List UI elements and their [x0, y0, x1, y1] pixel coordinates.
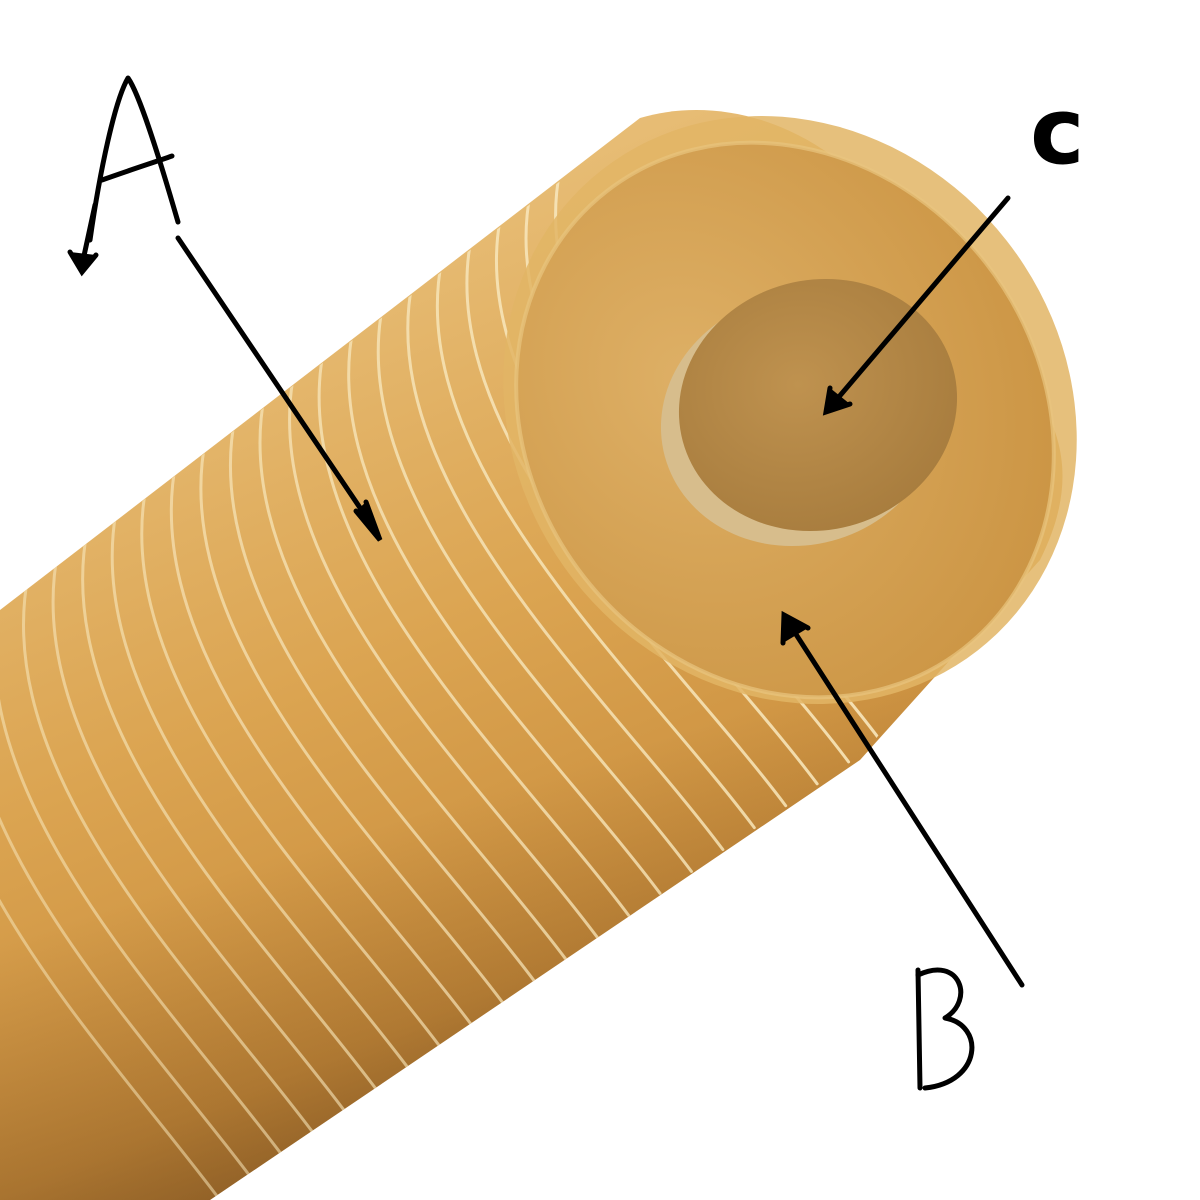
cuticle-scale-edge — [435, 258, 756, 830]
arrow-a — [175, 235, 383, 542]
cuticle-scale-edges — [0, 168, 882, 1200]
arrow-c — [822, 195, 1011, 416]
cuticle-scale-edge — [140, 481, 442, 1049]
cuticle-scale-edge — [81, 526, 379, 1092]
cuticle-scale-edge — [0, 616, 253, 1180]
arrows — [67, 195, 1025, 988]
label-b-glyph — [915, 967, 975, 1091]
cuticle-scale-edge — [376, 302, 693, 873]
label-c: c — [1030, 78, 1085, 185]
cuticle-scale-edge — [110, 504, 411, 1071]
cuticle-scale-edge — [288, 369, 599, 939]
cuticle-scale-edge — [347, 325, 662, 895]
cuticle-scale-edge — [22, 571, 316, 1136]
cuticle-scale-edge — [0, 593, 285, 1158]
label-a-glyph — [87, 75, 181, 243]
cuticle-scale-edge — [199, 437, 505, 1005]
cuticle-scale-edge — [406, 280, 725, 852]
cuticle-scale-edge — [51, 548, 348, 1114]
cuticle-scale-edge — [228, 414, 536, 983]
cuticle-scale-edge — [0, 638, 222, 1200]
cuticle-scale-edge — [258, 392, 568, 961]
arrow-b — [780, 610, 1025, 988]
cuticle-scale-edge — [169, 459, 473, 1027]
cuticle-scale-edge — [317, 347, 631, 917]
